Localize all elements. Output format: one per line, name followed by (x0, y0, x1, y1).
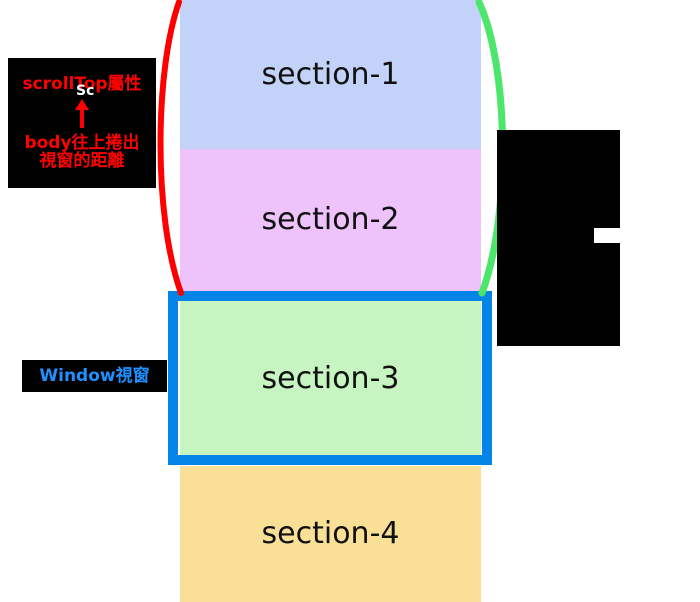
window-viewport-frame (168, 291, 492, 465)
scrolltop-annotation-box: scrollTop屬性 body往上捲出 視窗的距離 (8, 58, 156, 188)
section-3-label: section-3 (261, 360, 400, 396)
window-annotation-box: Window視窗 (22, 360, 167, 392)
window-annotation-label: Window視窗 (39, 365, 150, 386)
section-1-block: section-1 (180, 0, 481, 149)
section-1-label: section-1 (261, 56, 400, 92)
section-4-block: section-4 (180, 466, 481, 602)
scrolltop-line-1: scrollTop屬性 (22, 74, 142, 95)
scrolltop-line-3: 視窗的距離 (39, 151, 125, 172)
right-annotation-redaction-bar (594, 228, 662, 243)
section-2-label: section-2 (261, 202, 400, 237)
up-arrow-icon (73, 98, 91, 129)
section-2-block: section-2 (180, 149, 481, 291)
section-3-block: section-3 (180, 301, 481, 456)
section-4-label: section-4 (261, 516, 400, 551)
scrolltop-line-2: body往上捲出 (24, 132, 140, 153)
right-annotation-label: Sc (76, 83, 95, 99)
